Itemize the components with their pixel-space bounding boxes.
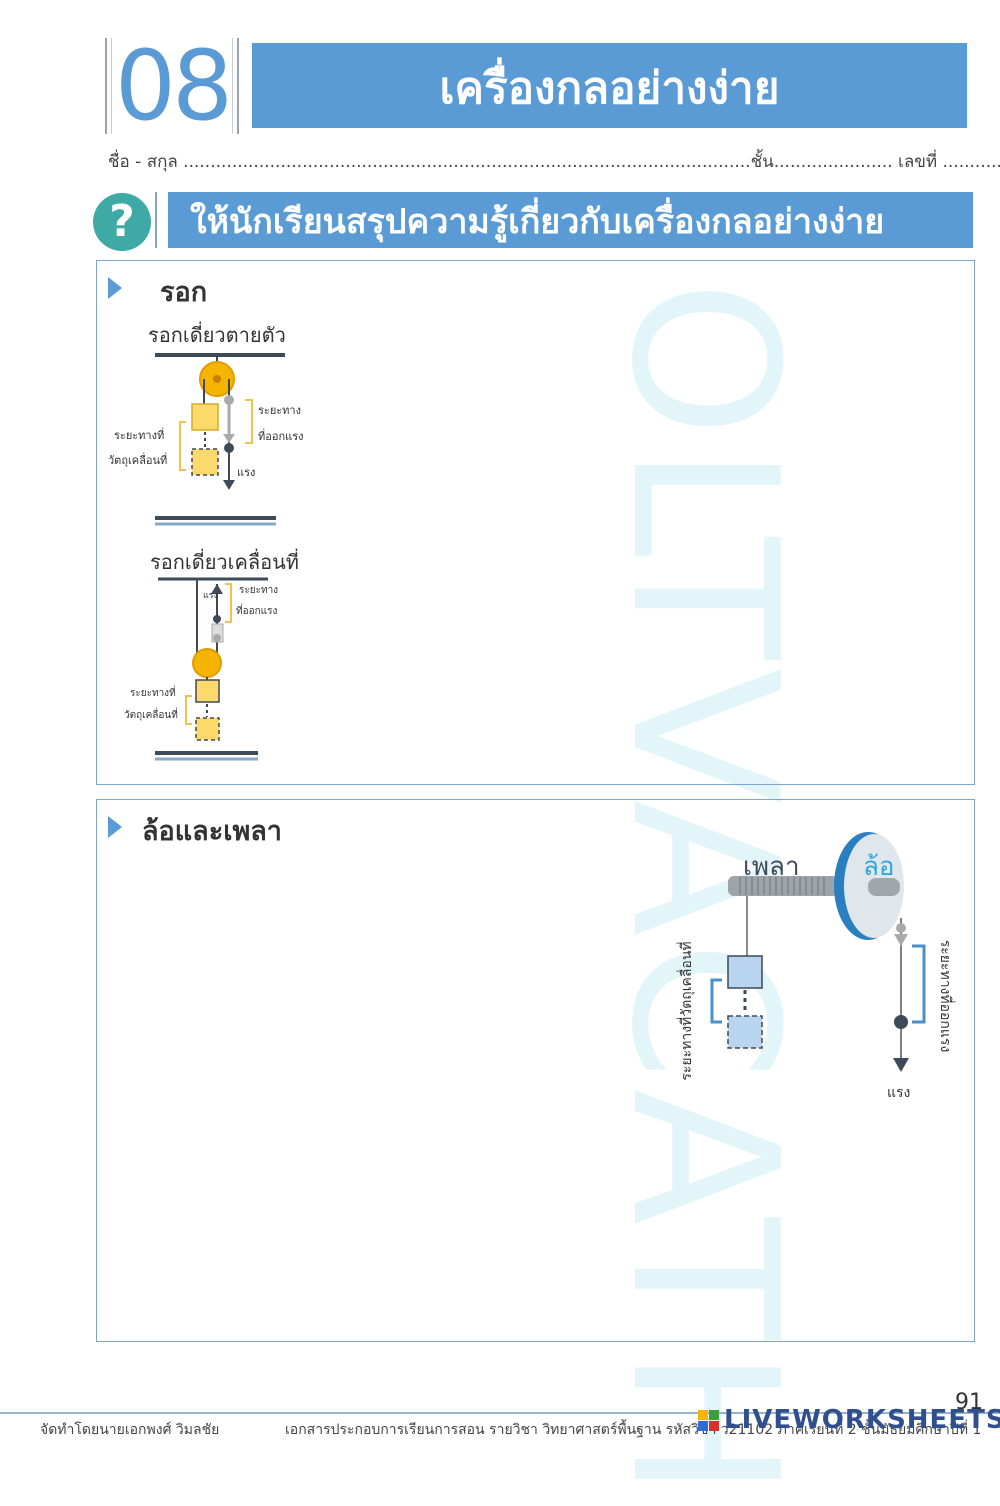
fixed-pulley-diagram — [155, 353, 285, 526]
worksheet-number: 08 — [114, 30, 233, 142]
fixed-object-distance-label-1: ระยะทางที่ — [114, 429, 165, 442]
movable-force-distance-label-2: ที่ออกแรง — [236, 606, 278, 617]
fixed-pulley-title: รอกเดี่ยวตายตัว — [148, 323, 286, 347]
footer-divider — [0, 1412, 1000, 1414]
question-icon: ? — [93, 193, 151, 251]
fixed-object-distance-label-2: วัตถุเคลื่อนที่ — [108, 454, 168, 467]
question-instruction: ให้นักเรียนสรุปความรู้เกี่ยวกับเครื่องกล… — [168, 192, 973, 248]
divider — [155, 192, 157, 248]
name-fill-line: ชื่อ - สกุล ............................… — [108, 152, 1000, 172]
section-marker-icon — [108, 277, 122, 299]
liveworksheets-logo-icon — [698, 1409, 720, 1432]
fixed-force-distance-label-2: ที่ออกแรง — [258, 430, 304, 443]
fixed-force-distance-label-1: ระยะทาง — [258, 404, 301, 417]
wheel-axle-answer-panel[interactable] — [96, 799, 975, 1342]
liveworksheets-logo[interactable]: LIVEWORKSHEETS — [698, 1405, 1000, 1435]
movable-object-distance-label-1: ระยะทางที่ — [130, 688, 176, 699]
wheel-force-label: แรง — [887, 1085, 911, 1101]
page-number: 91 — [955, 1390, 983, 1415]
movable-force-distance-label-1: ระยะทาง — [239, 585, 279, 596]
movable-pulley-title: รอกเดี่ยวเคลื่อนที่ — [150, 550, 299, 574]
axle-label: เพลา — [743, 852, 800, 882]
footer-author: จัดทำโดยนายเอกพงศ์ วิมลชัย — [40, 1422, 220, 1438]
fixed-force-label: แรง — [237, 466, 256, 479]
wheel-object-distance-label: ระยะทางที่วัตถุเคลื่อนที่ — [679, 941, 695, 1081]
wheel-force-distance-label: ระยะทางที่ออกแรง — [937, 939, 953, 1053]
movable-object-distance-label-2: วัตถุเคลื่อนที่ — [124, 710, 178, 721]
pulley-answer-panel[interactable] — [96, 260, 975, 785]
worksheet-number-box: 08 — [105, 30, 239, 142]
liveworksheets-logo-text: LIVEWORKSHEETS — [724, 1405, 1000, 1435]
movable-force-label: แรง — [203, 591, 219, 601]
pulley-section-title: รอก — [160, 277, 208, 308]
wheel-axle-diagram — [710, 832, 926, 1072]
wheel-label: ล้อ — [863, 852, 895, 882]
wheel-axle-section-title: ล้อและเพลา — [142, 816, 282, 847]
page-title: เครื่องกลอย่างง่าย — [252, 43, 967, 128]
movable-pulley-diagram — [155, 577, 268, 761]
section-marker-icon — [108, 816, 122, 838]
footer-description: เอกสารประกอบการเรียนการสอน รายวิชา วิทยา… — [285, 1422, 982, 1438]
